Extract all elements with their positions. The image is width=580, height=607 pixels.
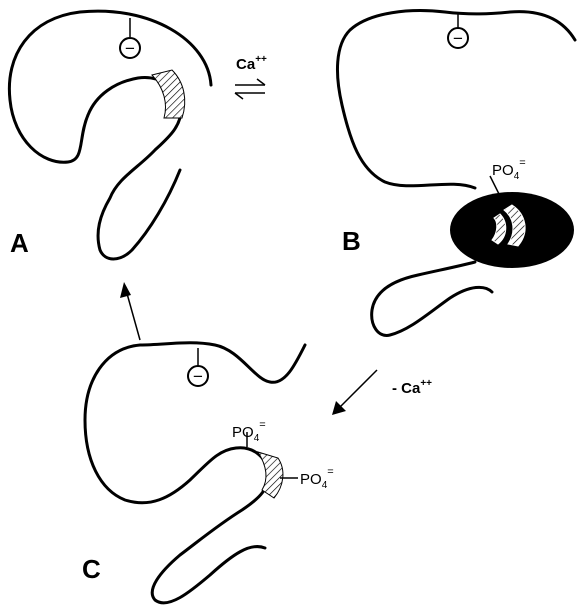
reverse-arrow-head	[235, 93, 243, 99]
arrow-c-to-a-shaft	[126, 290, 140, 340]
panel-a: − A	[9, 11, 211, 259]
panel-label-a: A	[10, 228, 29, 258]
panel-c: − PO4= PO4= C	[82, 343, 334, 603]
transition-arrows: - Ca++	[120, 282, 432, 415]
calcium-add-label: Ca++	[236, 54, 267, 73]
phosphate-label-c-2: PO4=	[300, 466, 334, 491]
negative-charge-a: −	[125, 39, 135, 58]
panel-b: − PO4= B	[337, 11, 575, 336]
equilibrium-arrows: Ca++	[235, 54, 267, 99]
phosphate-label-b: PO4=	[492, 157, 526, 182]
arrow-b-to-c-shaft	[337, 370, 377, 410]
calcium-bound-domain	[450, 192, 574, 268]
phosphate-label-c-1: PO4=	[232, 419, 266, 444]
calcium-site-hatch-a	[152, 70, 185, 118]
panel-label-b: B	[342, 226, 361, 256]
arrow-c-to-a-head	[120, 282, 131, 298]
protein-chain-a	[9, 11, 211, 259]
protein-chain-b-tail	[372, 262, 492, 335]
panel-label-c: C	[82, 554, 101, 584]
forward-arrow-head	[257, 79, 265, 85]
negative-charge-b: −	[453, 29, 463, 48]
calcium-remove-label: - Ca++	[392, 378, 432, 397]
negative-charge-c: −	[193, 367, 203, 386]
